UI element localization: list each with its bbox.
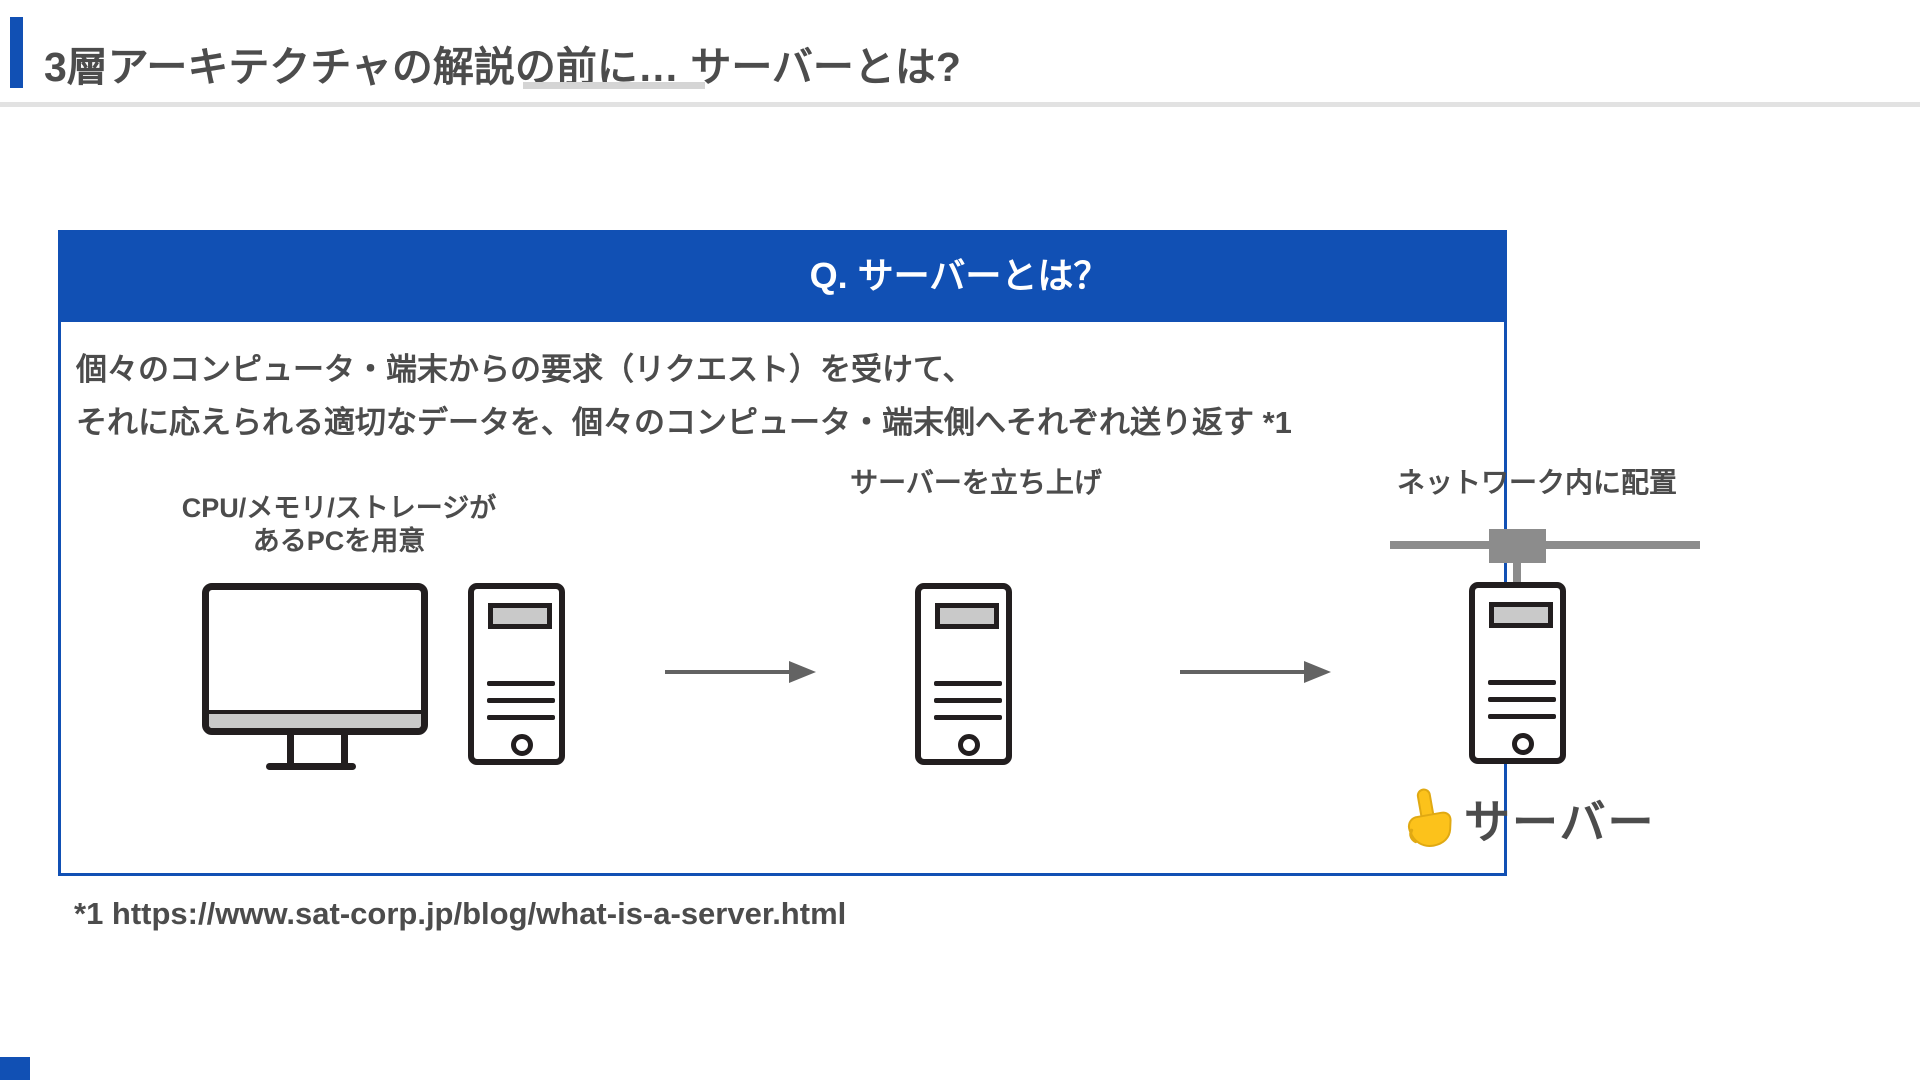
bottom-left-accent [0,1057,30,1080]
title-underline [523,82,705,89]
header-divider [0,102,1920,107]
qa-box-question: Q. サーバーとは？ [809,255,1110,296]
footnote-citation: *1 https://www.sat-corp.jp/blog/what-is-… [74,896,847,931]
qa-answer-line-1: 個々のコンピュータ・端末からの要求（リクエスト）を受けて、 [76,352,974,387]
network-cable [1513,561,1521,584]
qa-box-header: Q. サーバーとは？ [58,230,1507,322]
page-title: 3層アーキテクチャの解説の前に… サーバーとは? [44,44,961,91]
qa-answer-line-2: それに応えられる適切なデータを、個々のコンピュータ・端末側へそれぞれ送り返す *… [76,405,1292,440]
title-accent-bar [10,17,23,88]
qa-box: Q. サーバーとは？ 個々のコンピュータ・端末からの要求（リクエスト）を受けて、… [58,230,1507,876]
